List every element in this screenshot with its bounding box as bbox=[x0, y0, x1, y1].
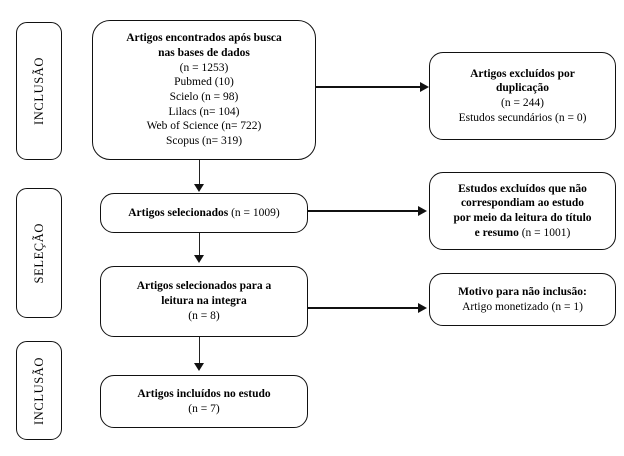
connector-selected-to-title-excluded bbox=[308, 210, 420, 213]
arrowhead-right-icon bbox=[418, 205, 427, 216]
box-line: Artigo monetizado (n = 1) bbox=[462, 300, 583, 313]
box-line-bold: Artigos selecionados para a bbox=[136, 280, 272, 293]
box-leitura-integra: Artigos selecionados para a leitura na i… bbox=[100, 266, 308, 337]
arrowhead-right-icon bbox=[418, 302, 427, 313]
box-line-plain: (n = 1001) bbox=[518, 226, 571, 239]
box-line-bold: Artigos incluídos no estudo bbox=[137, 387, 271, 400]
box-line-bold: Artigos selecionados bbox=[128, 206, 229, 219]
connector-selected-to-fulltext bbox=[198, 233, 200, 257]
box-line: Scielo (n = 98) bbox=[169, 91, 239, 103]
box-line: (n = 8) bbox=[188, 309, 220, 322]
box-line: (n = 244) bbox=[501, 97, 544, 109]
box-line: Artigos selecionados (n = 1009) bbox=[107, 206, 301, 221]
box-line: Web of Science (n= 722) bbox=[146, 120, 262, 133]
box-line-bold: por meio da leitura do título bbox=[453, 212, 592, 224]
arrowhead-down-icon bbox=[194, 363, 204, 371]
stage-label-selecao: SELEÇÃO bbox=[16, 188, 62, 318]
connector-identified-to-duplicates bbox=[316, 86, 422, 89]
box-line-bold: Motivo para não inclusão: bbox=[458, 285, 587, 298]
box-line-bold: Artigos excluídos por bbox=[470, 67, 575, 80]
box-line-bold: leitura na integra bbox=[161, 295, 247, 308]
box-line: Scopus (n= 319) bbox=[165, 135, 243, 148]
stage-label-text: SELEÇÃO bbox=[31, 222, 46, 284]
box-line: Lilacs (n= 104) bbox=[168, 105, 240, 118]
box-line: Pubmed (10) bbox=[174, 76, 234, 89]
stage-label-text: INCLUSÃO bbox=[31, 57, 46, 125]
box-line: (n = 1253) bbox=[179, 61, 229, 74]
connector-identified-to-selected bbox=[198, 160, 200, 186]
box-artigos-selecionados: Artigos selecionados (n = 1009) bbox=[100, 193, 308, 233]
stage-label-inclusao-2: INCLUSÃO bbox=[16, 341, 62, 440]
arrowhead-right-icon bbox=[420, 81, 429, 92]
arrowhead-down-icon bbox=[194, 184, 204, 192]
box-line-bold: duplicação bbox=[495, 82, 550, 95]
box-line: Estudos secundários (n = 0) bbox=[458, 111, 587, 124]
box-artigos-encontrados: Artigos encontrados após busca nas bases… bbox=[92, 20, 316, 160]
stage-label-inclusao-1: INCLUSÃO bbox=[16, 22, 62, 160]
connector-fulltext-to-reason bbox=[308, 307, 420, 310]
box-excluidos-titulo-resumo: Estudos excluídos que não correspondiam … bbox=[429, 172, 616, 250]
box-line-bold: e resumo bbox=[474, 226, 519, 239]
stage-label-text: INCLUSÃO bbox=[31, 356, 46, 425]
box-motivo-nao-inclusao: Motivo para não inclusão: Artigo monetiz… bbox=[429, 273, 616, 326]
arrowhead-down-icon bbox=[194, 255, 204, 263]
box-line-bold: correspondiam ao estudo bbox=[460, 197, 585, 210]
box-artigos-incluidos: Artigos incluídos no estudo (n = 7) bbox=[100, 375, 308, 428]
box-line: e resumo (n = 1001) bbox=[436, 226, 609, 241]
connector-fulltext-to-included bbox=[198, 337, 200, 365]
box-line-bold: nas bases de dados bbox=[158, 46, 250, 59]
box-line-plain: (n = 1009) bbox=[228, 206, 280, 219]
box-excluidos-duplicacao: Artigos excluídos por duplicação (n = 24… bbox=[429, 52, 616, 140]
box-line-bold: Artigos encontrados após busca bbox=[126, 32, 282, 45]
box-line-bold: Estudos excluídos que não bbox=[458, 182, 587, 195]
box-line: (n = 7) bbox=[188, 402, 220, 415]
